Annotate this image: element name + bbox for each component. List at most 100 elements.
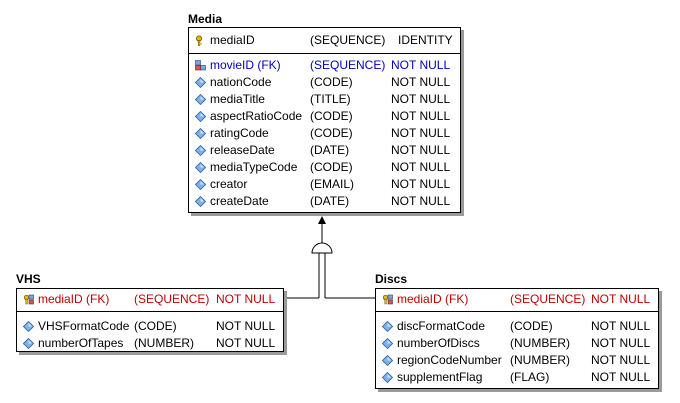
foreign-key-attribute-icon (195, 60, 206, 71)
media-shadow-right (461, 30, 464, 216)
attribute-constraint: NOT NULL (391, 160, 451, 174)
vhs-attribute-row: VHSFormatCode (CODE) NOT NULL (17, 318, 283, 335)
vhs-pk-type: (SEQUENCE) (134, 292, 210, 306)
attribute-constraint: NOT NULL (591, 353, 651, 367)
media-attribute-row: releaseDate (DATE) NOT NULL (189, 142, 460, 159)
diamond-icon (195, 179, 206, 190)
attribute-constraint: NOT NULL (391, 126, 451, 140)
media-attribute-row: aspectRatioCode (CODE) NOT NULL (189, 108, 460, 125)
attribute-type: (CODE) (134, 319, 177, 333)
media-attribute-row: creator (EMAIL) NOT NULL (189, 176, 460, 193)
key-icon (196, 35, 202, 46)
media-entity-title: Media (188, 12, 223, 26)
discs-entity[interactable]: mediaID (FK) (SEQUENCE) NOT NULL discFor… (375, 288, 659, 389)
foreign-key-icon (23, 294, 34, 305)
media-pk-type: (SEQUENCE) (310, 33, 386, 47)
media-attribute-row: nationCode (CODE) NOT NULL (189, 74, 460, 91)
attribute-name: nationCode (210, 75, 272, 89)
attribute-type: (CODE) (310, 109, 353, 123)
vhs-shadow-right (284, 291, 287, 355)
attribute-name: movieID (FK) (210, 58, 281, 72)
attribute-name: numberOfDiscs (397, 336, 480, 350)
attribute-name: ratingCode (210, 126, 269, 140)
foreign-key-icon (382, 294, 393, 305)
discs-pk-row: mediaID (FK) (SEQUENCE) NOT NULL (376, 291, 658, 308)
media-attribute-row: mediaTypeCode (CODE) NOT NULL (189, 159, 460, 176)
attribute-constraint: NOT NULL (391, 75, 451, 89)
media-pk-name: mediaID (210, 33, 255, 47)
diamond-icon (382, 338, 393, 349)
attribute-type: (CODE) (310, 126, 353, 140)
attribute-name: discFormatCode (397, 319, 486, 333)
vhs-entity-title: VHS (16, 272, 41, 286)
attribute-name: createDate (210, 194, 269, 208)
attribute-type: (CODE) (310, 75, 353, 89)
media-pk-constraint: IDENTITY (398, 33, 453, 47)
discs-shadow-bottom (378, 389, 662, 392)
attribute-constraint: NOT NULL (591, 336, 651, 350)
media-attribute-row: movieID (FK)(SEQUENCE)NOT NULL (189, 57, 460, 74)
vhs-pk-name: mediaID (FK) (38, 292, 110, 306)
attribute-type: (DATE) (310, 143, 350, 157)
attribute-type: (TITLE) (310, 92, 351, 106)
attribute-type: (EMAIL) (310, 177, 355, 191)
media-entity[interactable]: mediaID (SEQUENCE) IDENTITY movieID (FK)… (188, 27, 461, 213)
diamond-icon (195, 94, 206, 105)
discs-attribute-row: supplementFlag (FLAG) NOT NULL (376, 369, 658, 386)
diamond-icon (382, 321, 393, 332)
media-attribute-row: ratingCode (CODE) NOT NULL (189, 125, 460, 142)
attribute-constraint: NOT NULL (591, 319, 651, 333)
discs-pk-name: mediaID (FK) (397, 292, 469, 306)
diamond-icon (382, 372, 393, 383)
attribute-constraint: NOT NULL (391, 143, 451, 157)
attribute-constraint: NOT NULL (391, 109, 451, 123)
attribute-name: creator (210, 177, 248, 191)
attribute-constraint: NOT NULL (391, 194, 451, 208)
diamond-icon (195, 128, 206, 139)
discs-pk-constraint: NOT NULL (591, 292, 651, 306)
discs-entity-title: Discs (375, 272, 408, 286)
media-attribute-row: mediaTitle (TITLE) NOT NULL (189, 91, 460, 108)
attribute-constraint: NOT NULL (391, 92, 451, 106)
attribute-constraint: NOT NULL (391, 58, 451, 72)
attribute-type: (NUMBER) (510, 336, 570, 350)
discs-attribute-row: numberOfDiscs (NUMBER) NOT NULL (376, 335, 658, 352)
attribute-constraint: NOT NULL (591, 370, 651, 384)
vhs-entity[interactable]: mediaID (FK) (SEQUENCE) NOT NULL VHSForm… (16, 288, 284, 352)
diamond-icon (195, 111, 206, 122)
attribute-constraint: NOT NULL (216, 336, 276, 350)
attribute-type: (CODE) (510, 319, 553, 333)
attribute-name: releaseDate (210, 143, 275, 157)
attribute-name: mediaTypeCode (210, 160, 298, 174)
diamond-icon (195, 196, 206, 207)
attribute-type: (DATE) (310, 194, 350, 208)
vhs-pk-row: mediaID (FK) (SEQUENCE) NOT NULL (17, 291, 283, 308)
attribute-name: numberOfTapes (38, 336, 124, 350)
diamond-icon (382, 355, 393, 366)
attribute-type: (FLAG) (510, 370, 550, 384)
discs-pk-type: (SEQUENCE) (510, 292, 586, 306)
diamond-icon (23, 338, 34, 349)
attribute-type: (CODE) (310, 160, 353, 174)
diamond-icon (23, 321, 34, 332)
inheritance-arrowhead (318, 216, 326, 224)
category-symbol (311, 242, 333, 254)
attribute-name: regionCodeNumber (397, 353, 502, 367)
attribute-name: supplementFlag (397, 370, 483, 384)
media-divider (189, 53, 460, 54)
discs-attribute-row: discFormatCode (CODE) NOT NULL (376, 318, 658, 335)
vhs-pk-constraint: NOT NULL (216, 292, 276, 306)
diamond-icon (195, 145, 206, 156)
attribute-name: aspectRatioCode (210, 109, 303, 123)
vhs-shadow-bottom (19, 352, 287, 355)
diamond-icon (195, 162, 206, 173)
vhs-divider (17, 311, 283, 312)
attribute-name: mediaTitle (210, 92, 265, 106)
media-shadow-bottom (191, 213, 464, 216)
attribute-constraint: NOT NULL (391, 177, 451, 191)
attribute-name: VHSFormatCode (38, 319, 130, 333)
attribute-constraint: NOT NULL (216, 319, 276, 333)
attribute-type: (NUMBER) (510, 353, 570, 367)
discs-attribute-row: regionCodeNumber (NUMBER) NOT NULL (376, 352, 658, 369)
